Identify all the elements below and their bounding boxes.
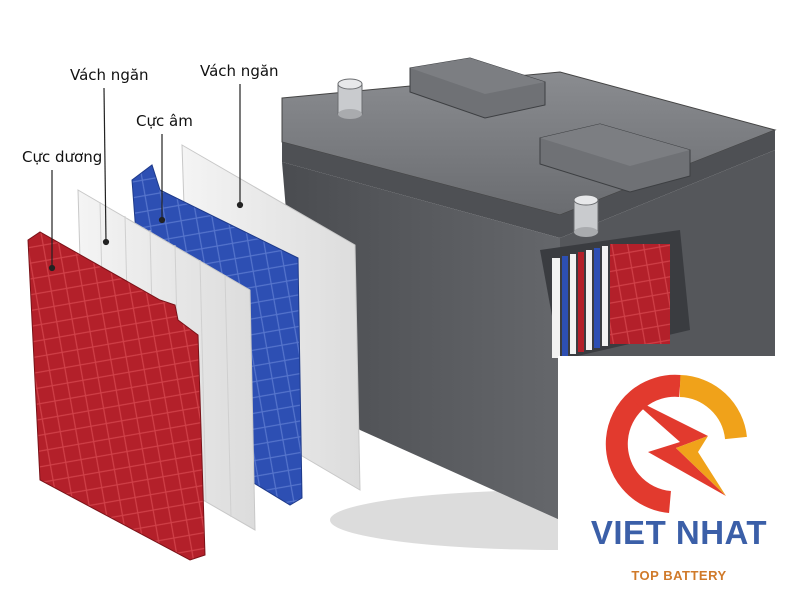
brand-name: VIET NHAT (590, 514, 768, 551)
label-negative-plate: Cực âm (136, 112, 193, 130)
label-separator-2: Vách ngăn (200, 62, 279, 80)
leader-lines (48, 84, 244, 272)
vent-cap (539, 123, 691, 193)
cutaway-plates (540, 230, 690, 360)
battery-terminal-icon (573, 194, 599, 237)
battery-terminal-icon (337, 78, 363, 119)
brand-logo: VIET NHAT TOP BATTERY (558, 356, 800, 600)
positive-plate (27, 231, 206, 561)
label-positive-plate: Cực dương (22, 148, 103, 166)
vent-cap (409, 57, 546, 119)
lightning-bolt-logo-icon (605, 374, 747, 513)
label-separator-1: Vách ngăn (70, 66, 149, 84)
brand-tagline: TOP BATTERY (631, 568, 727, 583)
